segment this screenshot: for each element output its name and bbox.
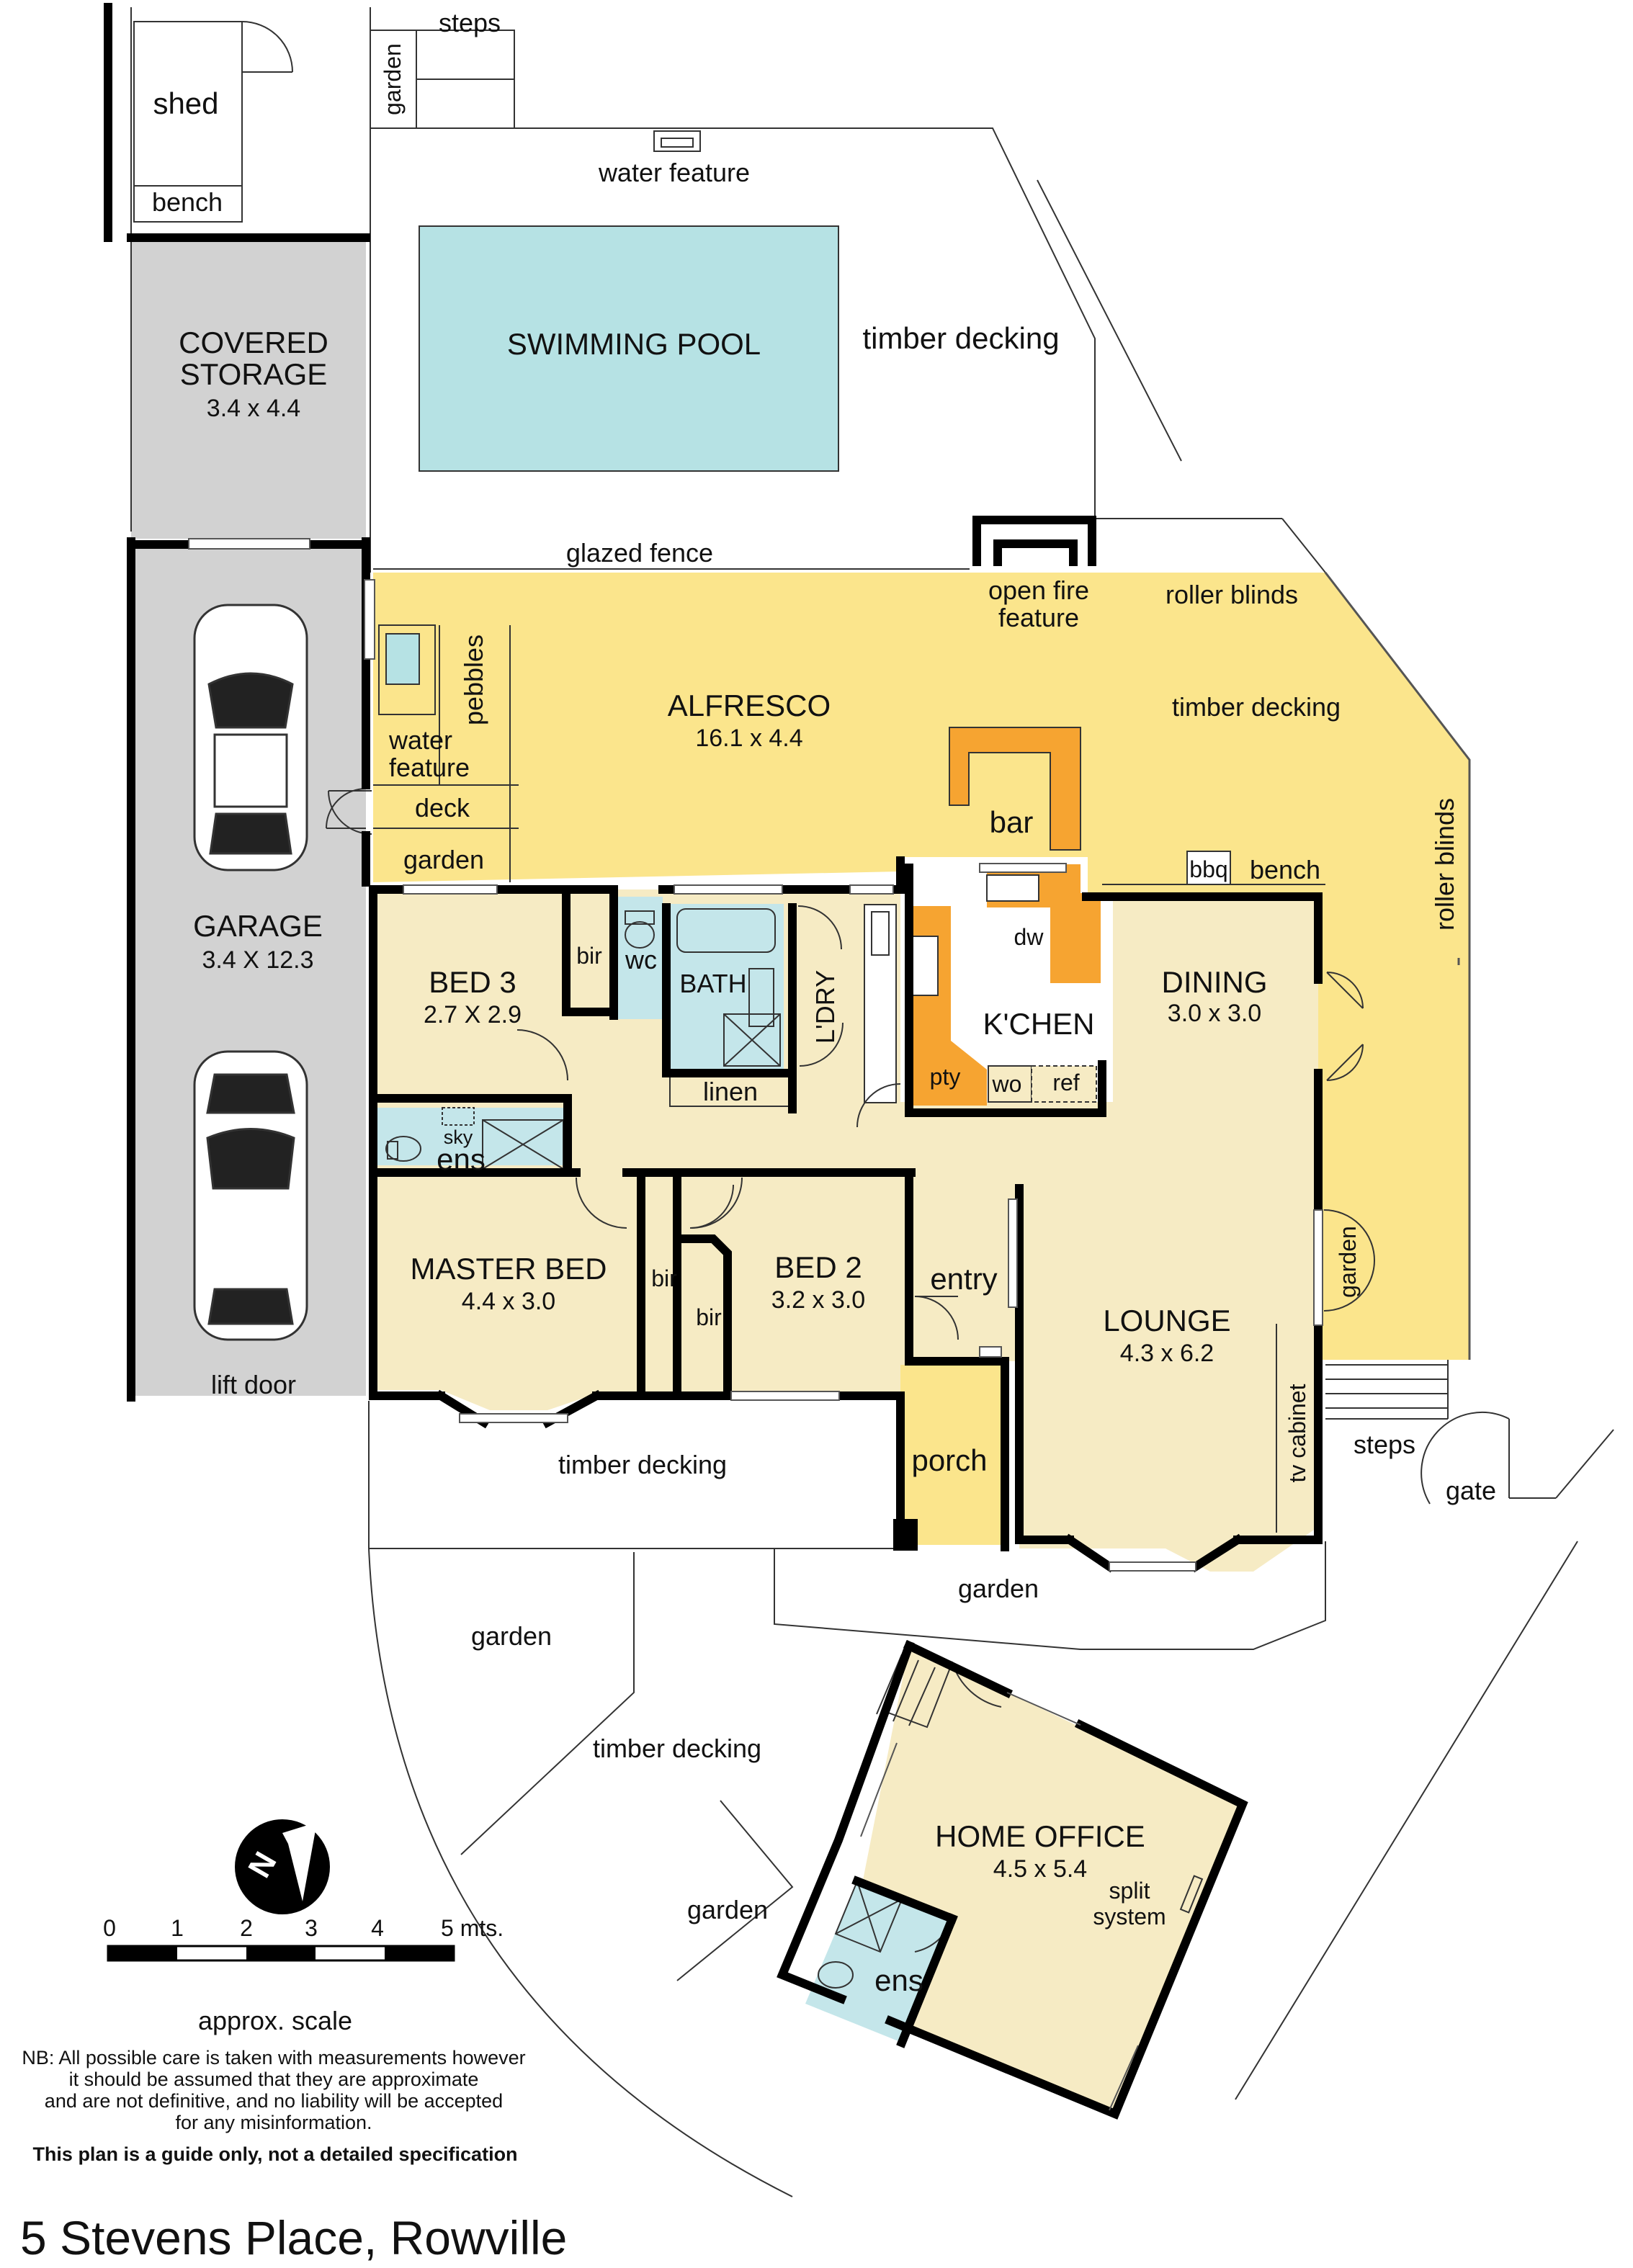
address-title: 5 Stevens Place, Rowville xyxy=(20,2211,567,2264)
alfresco-area xyxy=(373,573,1469,1360)
dining-dim: 3.0 x 3.0 xyxy=(1168,1000,1261,1027)
skylight-label: sky xyxy=(444,1126,473,1148)
open-fire-label-1: open fire xyxy=(988,575,1089,605)
alfresco-dim: 16.1 x 4.4 xyxy=(695,725,802,752)
scale-caption: approx. scale xyxy=(198,2006,352,2035)
car-top xyxy=(193,604,308,871)
bed3-bir-label: bir xyxy=(576,943,602,969)
scale-tick-4: 4 xyxy=(371,1915,384,1941)
guide-note: This plan is a guide only, not a detaile… xyxy=(32,2143,517,2165)
steps-side-label: steps xyxy=(1354,1430,1415,1459)
pool-label: SWIMMING POOL xyxy=(507,327,761,361)
ensuite-office-label: ens xyxy=(874,1963,923,1997)
bed3-label: BED 3 xyxy=(429,965,516,999)
kitchen-peninsula xyxy=(1050,893,1101,983)
covered-storage-label-2: STORAGE xyxy=(180,357,328,391)
note-line-4: for any misinformation. xyxy=(175,2112,372,2133)
bed2-dim: 3.2 x 3.0 xyxy=(771,1286,865,1314)
roller-blinds-top-label: roller blinds xyxy=(1166,580,1298,609)
water-feature-side-label-1: water xyxy=(388,725,452,755)
house-interior xyxy=(376,889,1318,1572)
timber-decking-front-label: timber decking xyxy=(558,1450,727,1479)
wall-oven-label: wo xyxy=(992,1071,1022,1097)
wc-label: wc xyxy=(625,945,657,974)
swimming-pool xyxy=(419,225,839,472)
bath-area xyxy=(668,904,784,1070)
water-feature-side-label-2: feature xyxy=(389,753,470,782)
scale-bar xyxy=(107,1945,455,1962)
entry-label: entry xyxy=(930,1262,997,1296)
dining-label: DINING xyxy=(1162,965,1268,999)
car-bottom xyxy=(193,1050,308,1341)
steps-top-label: steps xyxy=(439,8,501,37)
pantry-label: pty xyxy=(930,1064,961,1090)
bed2-label: BED 2 xyxy=(774,1250,862,1284)
split-system-label-1: split xyxy=(1109,1878,1150,1904)
note-line-1: NB: All possible care is taken with meas… xyxy=(22,2047,525,2068)
open-fire-label-2: feature xyxy=(998,603,1079,632)
north-compass[interactable]: N xyxy=(235,1819,330,1914)
timber-decking-lower-label: timber decking xyxy=(593,1734,761,1763)
alfresco-label: ALFRESCO xyxy=(668,689,831,722)
covered-storage-label-1: COVERED xyxy=(179,326,328,359)
garage-lift-door-label: lift door xyxy=(211,1370,296,1399)
home-office-area xyxy=(839,1646,1243,2114)
roller-blinds-side-label: roller blinds xyxy=(1430,798,1459,931)
scale-tick-5: 5 mts. xyxy=(441,1915,504,1941)
bath-label: BATH xyxy=(679,969,746,998)
timber-decking-alfresco-label: timber decking xyxy=(1172,692,1341,722)
home-office-dim: 4.5 x 5.4 xyxy=(993,1855,1087,1883)
lounge-label: LOUNGE xyxy=(1103,1304,1230,1337)
scale-tick-2: 2 xyxy=(240,1915,253,1941)
master-bir-label: bir xyxy=(651,1265,677,1291)
glazed-fence-label: glazed fence xyxy=(566,538,713,568)
garden-left-label: garden xyxy=(471,1621,552,1651)
bench-kitchen-label: bench xyxy=(1250,855,1320,884)
bbq-label: bbq xyxy=(1189,856,1227,882)
lounge-dim: 4.3 x 6.2 xyxy=(1120,1340,1214,1367)
master-bed-dim: 4.4 x 3.0 xyxy=(462,1288,555,1315)
timber-decking-pool-label: timber decking xyxy=(862,321,1059,355)
bar-label: bar xyxy=(990,805,1034,839)
garage-dim: 3.4 X 12.3 xyxy=(202,946,313,974)
garden-top-label: garden xyxy=(380,43,406,115)
covered-storage-area xyxy=(131,238,366,539)
tv-cabinet-label: tv cabinet xyxy=(1284,1384,1310,1482)
note-line-2: it should be assumed that they are appro… xyxy=(69,2068,479,2090)
garden-front-label: garden xyxy=(958,1574,1039,1603)
porch-area xyxy=(900,1365,1007,1545)
kitchen-island xyxy=(949,727,1081,851)
water-feature-top-label: water feature xyxy=(598,158,750,187)
garden-side-label: garden xyxy=(1335,1226,1361,1298)
kitchen-bench xyxy=(909,871,987,1106)
garden-lower-label: garden xyxy=(687,1895,768,1924)
garden-alfresco-label: garden xyxy=(403,845,484,874)
shed-label: shed xyxy=(153,86,218,120)
home-office-label: HOME OFFICE xyxy=(935,1819,1145,1853)
scale-tick-0: 0 xyxy=(103,1915,116,1941)
note-line-3: and are not definitive, and no liability… xyxy=(45,2090,503,2112)
gate-label: gate xyxy=(1446,1476,1496,1505)
master-bed-label: MASTER BED xyxy=(410,1252,607,1286)
fridge-label: ref xyxy=(1052,1070,1079,1095)
shed-bench-label: bench xyxy=(152,187,223,217)
bed2-bir-label: bir xyxy=(696,1304,722,1330)
kitchen-label: K'CHEN xyxy=(983,1007,1094,1041)
ensuite-main-label: ens xyxy=(437,1142,486,1176)
garage-label: GARAGE xyxy=(193,909,323,943)
split-system-label-2: system xyxy=(1093,1904,1166,1929)
pebbles-label: pebbles xyxy=(459,635,488,725)
laundry-label: L'DRY xyxy=(810,970,840,1044)
scale-tick-1: 1 xyxy=(171,1915,184,1941)
covered-storage-dim: 3.4 x 4.4 xyxy=(207,395,300,422)
linen-label: linen xyxy=(703,1077,758,1106)
dishwasher-label: dw xyxy=(1014,924,1044,950)
bed3-dim: 2.7 X 2.9 xyxy=(424,1001,522,1028)
porch-label: porch xyxy=(911,1443,987,1477)
deck-label: deck xyxy=(415,793,470,823)
scale-tick-3: 3 xyxy=(305,1915,318,1941)
